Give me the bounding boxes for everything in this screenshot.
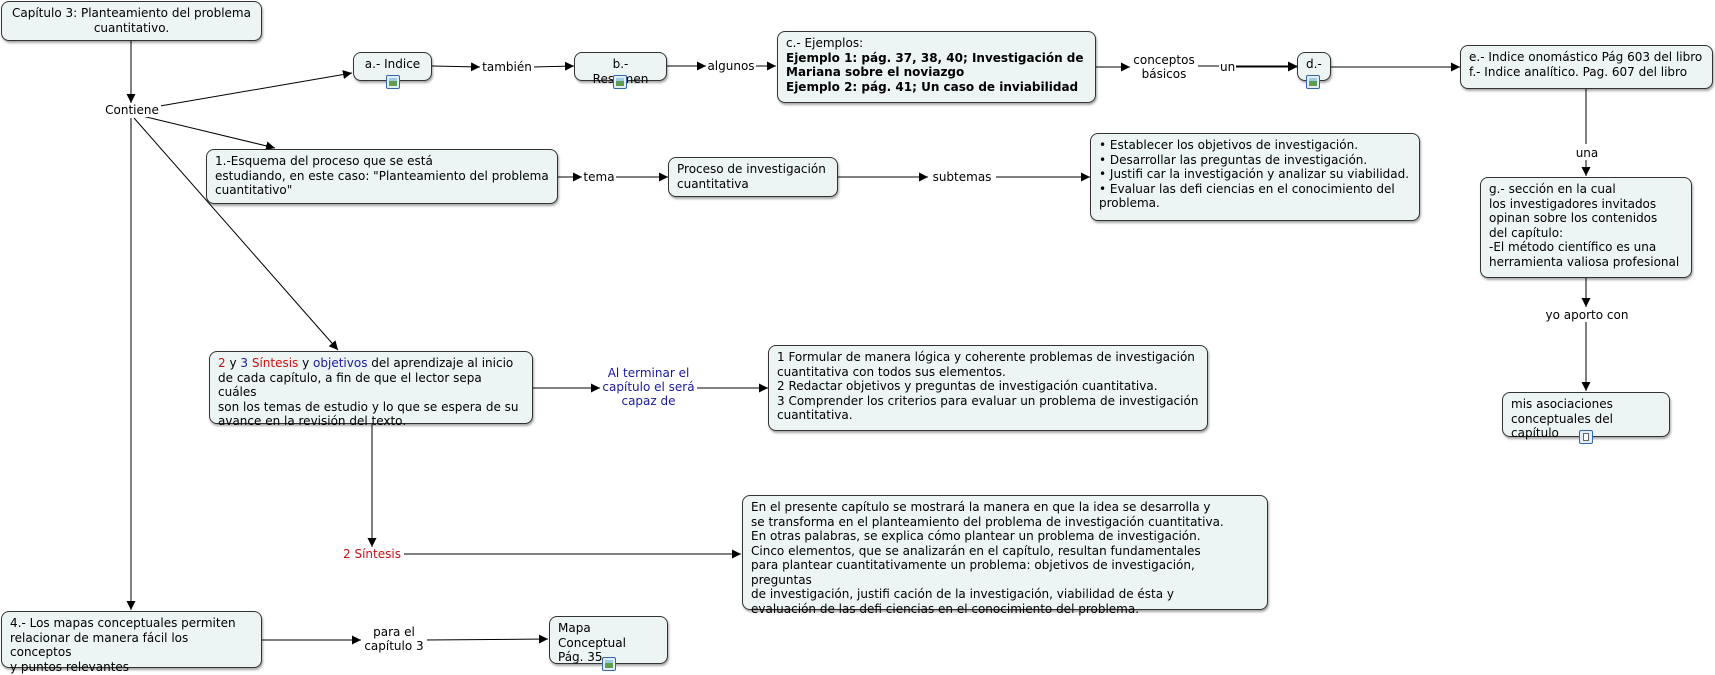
subtemas-list-node[interactable]: Establecer los objetivos de investigació…	[1090, 133, 1420, 221]
asociaciones-node[interactable]: mis asociaciones conceptuales del capítu…	[1502, 392, 1670, 440]
image-resource-icon[interactable]	[613, 75, 627, 89]
link-subtemas[interactable]: subtemas	[928, 170, 996, 184]
sintesis-number-2: 2	[218, 356, 226, 370]
link-algunos[interactable]: algunos	[706, 59, 756, 73]
ejemplos-title: c.- Ejemplos:	[786, 36, 864, 50]
indices-node[interactable]: e.- Indice onomástico Pág 603 del libro …	[1460, 45, 1713, 89]
subtema-item: Desarrollar las preguntas de investigaci…	[1099, 153, 1411, 168]
document-resource-icon[interactable]	[1579, 430, 1593, 444]
link-tema[interactable]: tema	[582, 170, 616, 184]
link-tambien[interactable]: también	[480, 60, 534, 74]
g-node[interactable]: g.- sección en la cual los investigadore…	[1480, 177, 1692, 278]
sintesis-rest-text: del aprendizaje al inicio de cada capítu…	[218, 356, 519, 428]
subtema-item: Establecer los objetivos de investigació…	[1099, 138, 1411, 153]
indice-node[interactable]: a.- Indice	[353, 52, 432, 81]
formular-node[interactable]: 1 Formular de manera lógica y coherente …	[768, 345, 1208, 431]
ejemplo-line-2: Mariana sobre el noviazgo	[786, 65, 965, 79]
link-conceptos-basicos[interactable]: conceptos básicos	[1130, 53, 1198, 81]
sintesis-y: y	[298, 356, 314, 370]
link-un[interactable]: un	[1219, 60, 1236, 74]
sintesis-objetivos-node[interactable]: 2 y 3 Síntesis y objetivos del aprendiza…	[209, 351, 533, 428]
link-una[interactable]: una	[1574, 146, 1600, 160]
image-resource-icon[interactable]	[1306, 75, 1320, 89]
link-contiene[interactable]: Contiene	[103, 103, 161, 117]
sintesis-y: y	[225, 356, 241, 370]
mapas-conceptuales-node[interactable]: 4.- Los mapas conceptuales permiten rela…	[1, 611, 262, 674]
image-resource-icon[interactable]	[386, 75, 400, 89]
chapter-title-node[interactable]: Capítulo 3: Planteamiento del problema c…	[1, 1, 262, 41]
esquema-node[interactable]: 1.-Esquema del proceso que se está estud…	[206, 149, 558, 204]
ejemplo-line-1: Ejemplo 1: pág. 37, 38, 40; Investigació…	[786, 50, 1084, 65]
mapa-conceptual-node[interactable]: Mapa Conceptual Pág. 35	[549, 616, 668, 664]
link-al-terminar[interactable]: Al terminar el capítulo el será capaz de	[600, 366, 697, 408]
presente-capitulo-node[interactable]: En el presente capítulo se mostrará la m…	[742, 495, 1268, 616]
sintesis-word: Síntesis	[248, 356, 299, 370]
sintesis-number-3: 3	[240, 356, 249, 370]
image-resource-icon[interactable]	[602, 657, 616, 671]
subtema-item: Justifi car la investigación y analizar …	[1099, 167, 1411, 182]
ejemplos-node[interactable]: c.- Ejemplos: Ejemplo 1: pág. 37, 38, 40…	[777, 31, 1096, 103]
objetivos-word: objetivos	[313, 356, 368, 370]
link-2-sintesis[interactable]: 2 Síntesis	[340, 547, 404, 561]
link-yo-aporto-con[interactable]: yo aporto con	[1540, 308, 1634, 322]
ejemplo-line-3: Ejemplo 2: pág. 41; Un caso de inviabili…	[786, 79, 1079, 94]
subtema-item: Evaluar las defi ciencias en el conocimi…	[1099, 182, 1411, 211]
proceso-node[interactable]: Proceso de investigación cuantitativa	[668, 157, 838, 197]
link-para-el-capitulo[interactable]: para el capítulo 3	[361, 625, 427, 653]
